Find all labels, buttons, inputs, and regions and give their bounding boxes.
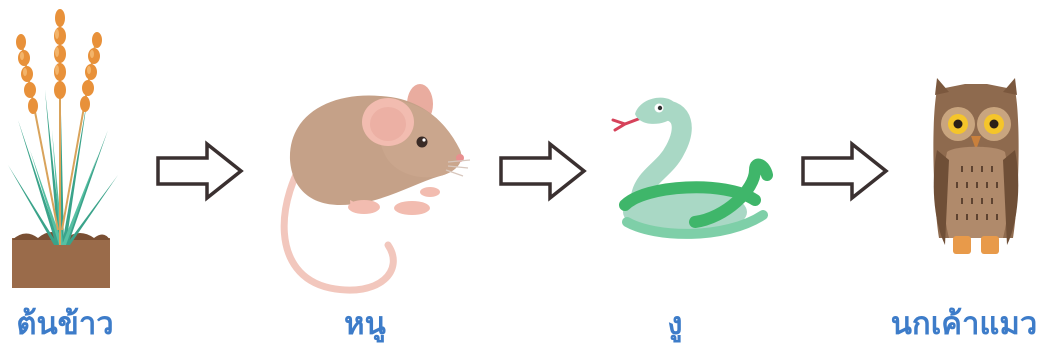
snake-label: งู xyxy=(640,300,710,346)
owl-label: นกเค้าแมว xyxy=(880,300,1048,346)
arrow-1 xyxy=(155,140,245,206)
snake-item xyxy=(605,0,785,300)
owl-item xyxy=(915,0,1051,300)
mouse-item xyxy=(270,0,490,300)
mouse-label: หนู xyxy=(330,300,400,346)
mouse-icon xyxy=(270,0,490,300)
rice-item xyxy=(0,0,140,300)
rice-label: ต้นข้าว xyxy=(0,300,130,346)
rice-plant-icon xyxy=(0,0,140,300)
snake-icon xyxy=(605,0,785,300)
owl-icon xyxy=(915,0,1051,300)
arrow-2 xyxy=(498,140,588,206)
right-arrow-icon xyxy=(800,140,890,202)
right-arrow-icon xyxy=(498,140,588,202)
right-arrow-icon xyxy=(155,140,245,202)
arrow-3 xyxy=(800,140,890,206)
